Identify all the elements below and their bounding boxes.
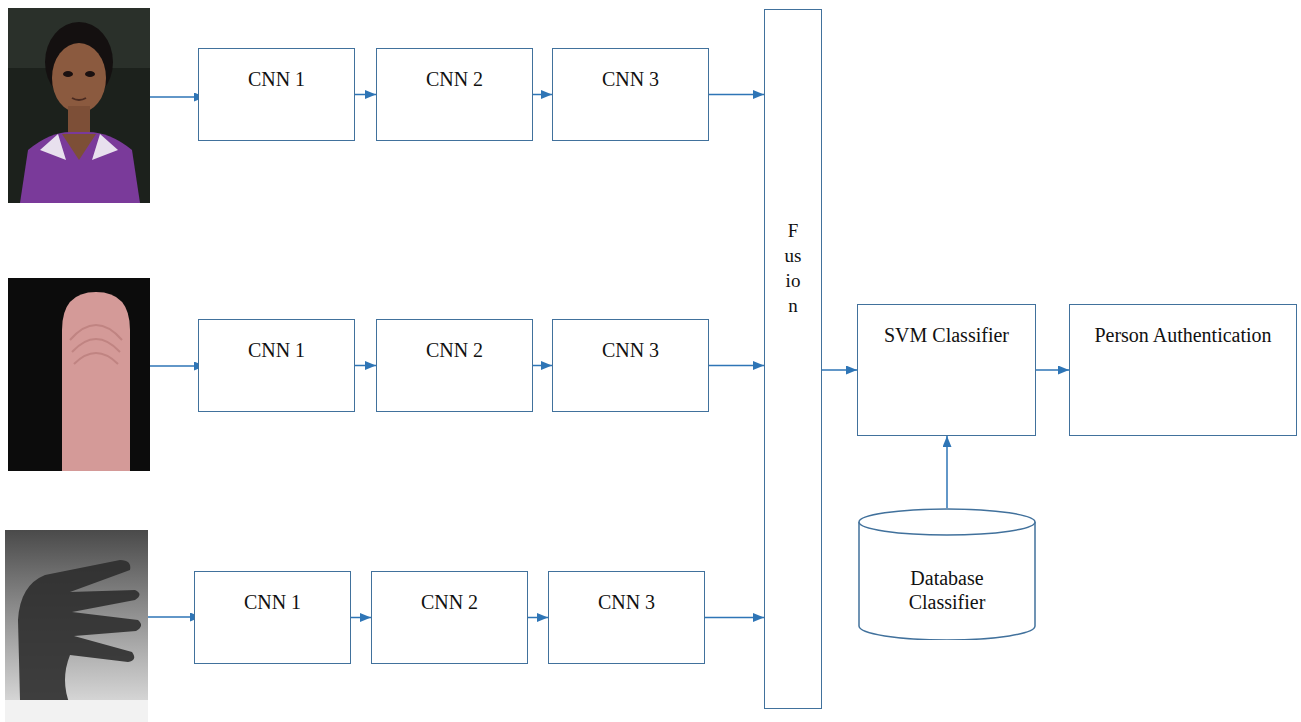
flow-arrow — [533, 365, 552, 367]
flow-arrow — [705, 617, 764, 619]
flow-arrow — [355, 365, 376, 367]
face-photo — [8, 8, 150, 203]
input-arrow — [150, 365, 205, 367]
node-label: CNN 3 — [549, 590, 704, 614]
flow-arrow — [709, 365, 764, 367]
finger-photo — [8, 278, 150, 471]
cnn-box: CNN 1 — [194, 571, 351, 664]
flow-arrow — [533, 94, 552, 96]
hand-xray-photo — [5, 530, 148, 722]
flow-arrow — [355, 94, 376, 96]
output-box: Person Authentication — [1069, 304, 1297, 436]
cnn-box: CNN 3 — [552, 319, 709, 412]
cnn-box: CNN 2 — [371, 571, 528, 664]
input-arrow — [150, 96, 205, 98]
fusion-band: Fusion — [764, 9, 822, 709]
classifier-box: SVM Classifier — [857, 304, 1036, 436]
node-label: CNN 3 — [553, 338, 708, 362]
cylinder-body — [859, 522, 1035, 640]
flow-arrow — [946, 436, 948, 508]
cnn-box: CNN 1 — [198, 48, 355, 141]
flow-arrow — [1036, 369, 1069, 371]
cnn-box: CNN 1 — [198, 319, 355, 412]
node-label: SVM Classifier — [882, 323, 1012, 347]
flow-arrow — [351, 617, 371, 619]
cnn-box: CNN 2 — [376, 48, 533, 141]
cylinder-top — [859, 509, 1035, 535]
vertical-label: Fusion — [784, 218, 803, 318]
flow-arrow — [709, 94, 764, 96]
node-label: Person Authentication — [1088, 323, 1278, 347]
node-label: CNN 1 — [195, 590, 350, 614]
node-label: CNN 2 — [377, 67, 532, 91]
node-label: CNN 1 — [199, 67, 354, 91]
cnn-box: CNN 3 — [552, 48, 709, 141]
cnn-box: CNN 2 — [376, 319, 533, 412]
flow-arrow — [822, 369, 857, 371]
node-label: CNN 2 — [377, 338, 532, 362]
node-label: CNN 1 — [199, 338, 354, 362]
node-label: CNN 2 — [372, 590, 527, 614]
node-label: CNN 3 — [553, 67, 708, 91]
flow-arrow — [528, 617, 548, 619]
database-cylinder: Database Classifier — [858, 508, 1036, 640]
node-label: Database Classifier — [887, 566, 1007, 614]
cnn-box: CNN 3 — [548, 571, 705, 664]
